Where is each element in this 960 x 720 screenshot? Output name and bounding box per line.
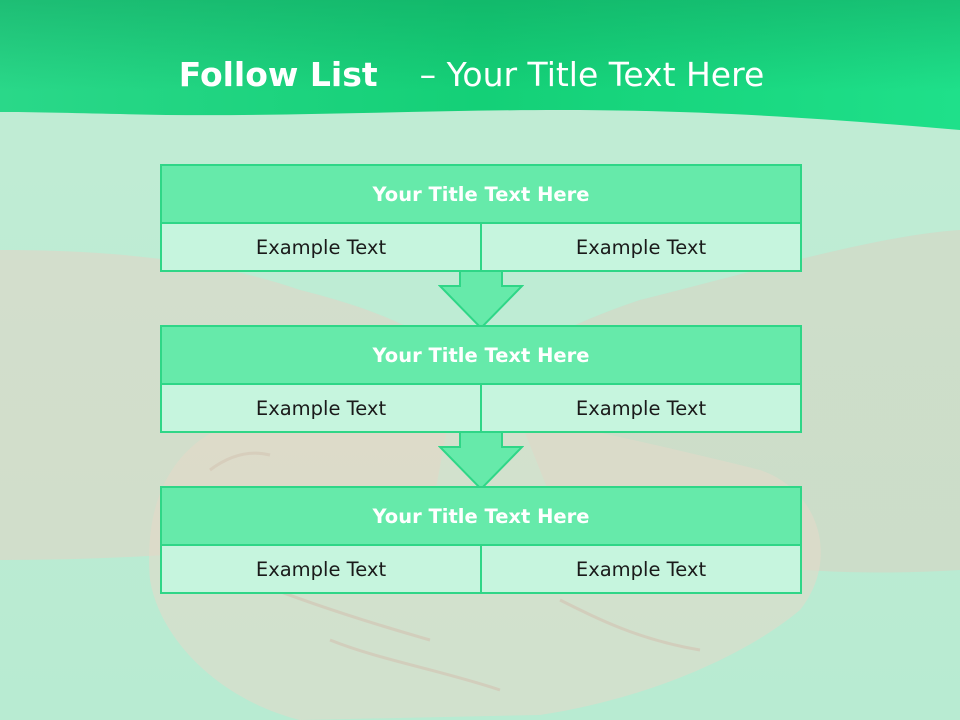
header-band [0,0,960,130]
step-title: Your Title Text Here [162,166,800,222]
step-box-2: Your Title Text Here Example Text Exampl… [160,325,802,433]
slide-title: Follow List – Your Title Text Here [0,52,943,98]
step-title: Your Title Text Here [162,488,800,544]
step-row: Example Text Example Text [162,546,800,592]
step-title: Your Title Text Here [162,327,800,383]
step-row: Example Text Example Text [162,224,800,270]
slide-title-rest: – Your Title Text Here [419,55,765,94]
step-cell-left: Example Text [162,224,480,270]
step-cell-right: Example Text [482,224,800,270]
step-box-1: Your Title Text Here Example Text Exampl… [160,164,802,272]
slide-title-bold: Follow List [178,55,378,94]
step-cell-right: Example Text [482,385,800,431]
down-arrow-icon [438,431,524,491]
step-cell-left: Example Text [162,385,480,431]
down-arrow-icon [438,270,524,330]
step-box-3: Your Title Text Here Example Text Exampl… [160,486,802,594]
step-row: Example Text Example Text [162,385,800,431]
step-cell-right: Example Text [482,546,800,592]
step-cell-left: Example Text [162,546,480,592]
